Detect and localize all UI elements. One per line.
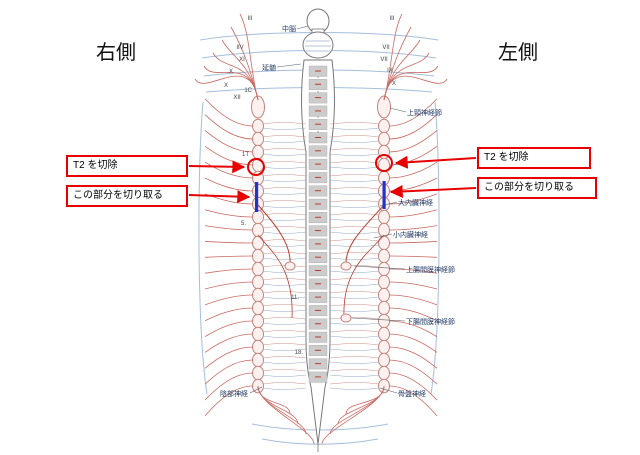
numeral: XII [233, 95, 241, 101]
label-left-side: 左側 [498, 40, 538, 64]
label-lesser-splanchnic-nerve: 小内臓神経 [393, 230, 428, 239]
label-right-side: 右側 [96, 40, 136, 64]
numeral: VII [380, 57, 388, 63]
callout-left-cut-text: この部分を切り取る [73, 190, 163, 201]
label-greater-splanchnic-nerve: 大内臓神経 [398, 198, 433, 207]
label-inferior-mesenteric-ganglion: 下腸間膜神経節 [406, 317, 455, 326]
numeral: IIV [236, 45, 243, 51]
numeral: X [229, 69, 233, 75]
segment-mark: 18. [295, 350, 304, 356]
numeral: VII [382, 45, 390, 51]
callout-left-cut: この部分を切り取る [66, 185, 188, 207]
label-pelvic-nerve: 骨盤神経 [398, 389, 426, 398]
cranial-nerve-numerals: III IIV XI X X XII III VII VII IX X [224, 16, 396, 101]
cut-bar-right [382, 181, 386, 209]
segment-level-marks: 1C 1T 5. 11. 18. [241, 88, 303, 356]
anatomy-labels: 中脳 延髄 上頸神経節 大内臓神経 小内臓神経 上腸間膜神経節 下腸間膜神経節 … [220, 24, 455, 398]
numeral: XI [239, 57, 245, 63]
callout-left-t2: T2 を切除 [66, 155, 188, 177]
label-superior-cervical-ganglion: 上頸神経節 [407, 108, 442, 117]
medulla-shape [302, 31, 334, 59]
segment-mark: 1C [244, 88, 252, 94]
numeral: X [224, 83, 228, 89]
segment-mark: 11. [291, 295, 299, 301]
callout-right-cut-text: この部分を切り取る [484, 182, 574, 193]
callout-right-cut: この部分を切り取る [477, 177, 597, 199]
numeral: X [392, 81, 396, 87]
label-midbrain: 中脳 [282, 24, 296, 33]
segment-mark: 5. [241, 221, 246, 227]
arrow-right-cut [389, 184, 477, 198]
arrow-left-t2 [188, 160, 246, 174]
numeral: IX [387, 68, 393, 74]
callout-right-t2-text: T2 を切除 [484, 152, 529, 163]
label-medulla: 延髄 [262, 63, 276, 72]
t2-circle-left [247, 158, 265, 176]
label-superior-mesenteric-ganglion: 上腸間膜神経節 [406, 265, 455, 274]
numeral: III [247, 16, 252, 22]
t2-circle-right [375, 154, 393, 172]
callout-left-t2-text: T2 を切除 [73, 160, 118, 171]
arrow-left-cut [188, 190, 251, 204]
annotation-overlay [188, 154, 477, 212]
arrow-right-t2 [394, 155, 477, 169]
cut-bar-left [255, 182, 259, 212]
segment-mark: 1T [242, 152, 249, 158]
numeral: III [389, 16, 394, 22]
callout-right-t2: T2 を切除 [477, 147, 591, 169]
label-pudendal-nerve: 陰部神経 [220, 389, 248, 398]
